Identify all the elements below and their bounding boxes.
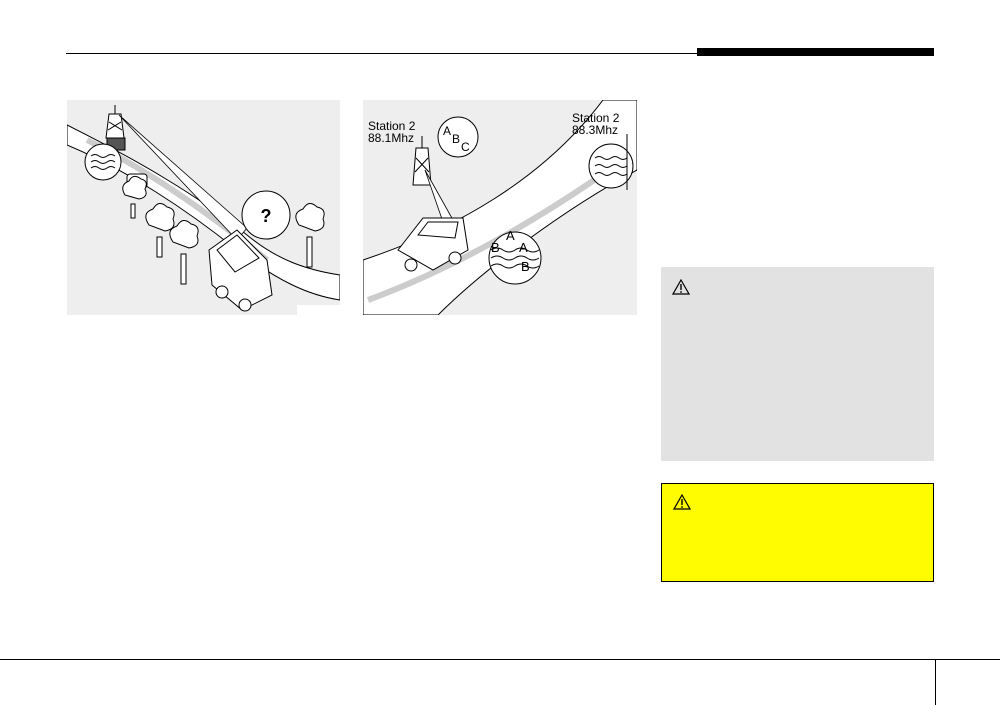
left-station-freq: 88.1Mhz xyxy=(368,131,414,145)
svg-text:?: ? xyxy=(261,206,272,226)
svg-text:B: B xyxy=(491,240,500,255)
header-section-bar xyxy=(697,48,934,56)
left-station-name: Station 2 xyxy=(368,119,416,133)
car-icon xyxy=(397,217,469,272)
svg-text:A: A xyxy=(506,228,515,243)
svg-text:B: B xyxy=(521,259,530,274)
svg-text:A: A xyxy=(443,124,451,138)
header-rule xyxy=(66,53,934,54)
warning-triangle-icon xyxy=(672,279,690,295)
right-station-name: Station 2 xyxy=(572,111,620,125)
interference-bubble: A B A B xyxy=(488,228,542,285)
footer-page-divider xyxy=(935,660,936,705)
footer-rule xyxy=(0,659,1000,660)
question-bubble: ? xyxy=(241,190,291,240)
svg-text:C: C xyxy=(461,140,470,154)
svg-text:B: B xyxy=(452,132,460,146)
caution-box xyxy=(661,483,934,582)
warning-box xyxy=(661,267,934,461)
right-station-freq: 88.3Mhz xyxy=(572,123,618,137)
car-icon xyxy=(208,229,273,312)
svg-text:A: A xyxy=(519,240,528,255)
clear-signal-bubble: A B C xyxy=(437,116,479,158)
wave-bubble-icon xyxy=(588,134,634,190)
station-switch-illustration: Station 2 88.1Mhz A B C Station 2 88.3Mh… xyxy=(363,100,637,315)
warning-triangle-icon xyxy=(673,494,691,510)
wave-bubble-icon xyxy=(84,143,122,181)
trees-icon xyxy=(122,175,325,285)
multipath-illustration: ? xyxy=(67,100,340,315)
